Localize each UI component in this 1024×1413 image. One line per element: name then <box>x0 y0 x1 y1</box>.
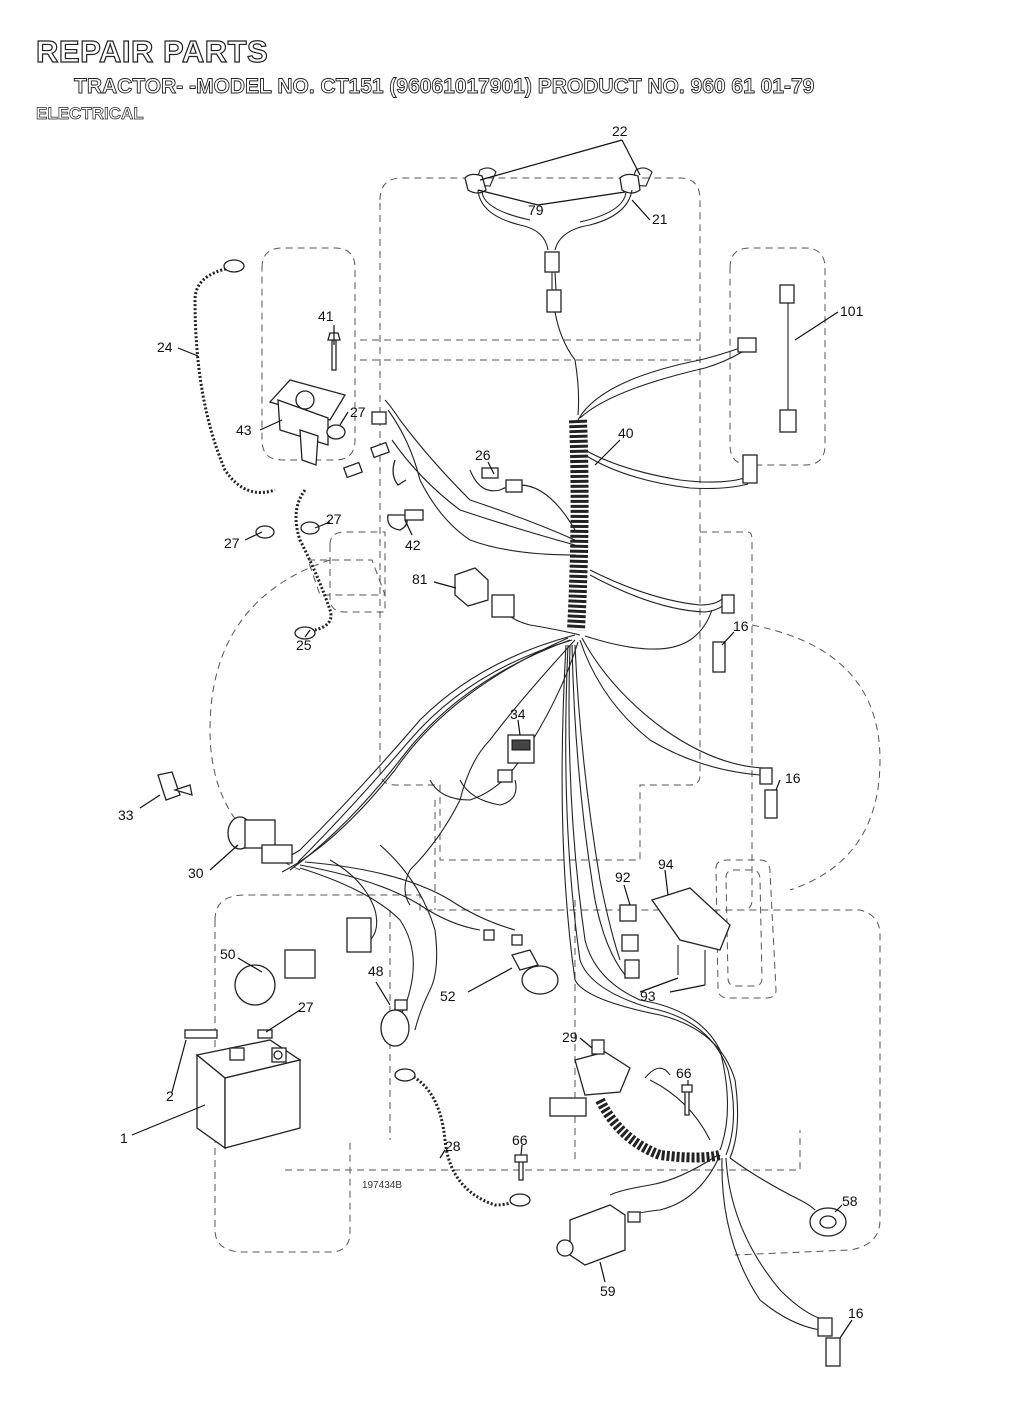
callout-58: 58 <box>842 1193 858 1209</box>
callout-43: 43 <box>236 422 252 438</box>
battery-1 <box>195 1039 302 1150</box>
callout-42: 42 <box>405 537 421 553</box>
terminals-connectors <box>342 284 841 1367</box>
callout-81: 81 <box>412 571 428 587</box>
callout-16-lower: 16 <box>848 1305 864 1321</box>
model-subtitle: TRACTOR- -MODEL NO. CT151 (96061017901) … <box>74 75 815 99</box>
callout-101: 101 <box>840 303 864 319</box>
callout-21: 21 <box>652 211 668 227</box>
drawing-number: 197434B <box>362 1180 402 1191</box>
callout-48: 48 <box>368 963 384 979</box>
callout-94: 94 <box>658 856 674 872</box>
callout-29: 29 <box>562 1029 578 1045</box>
headlight-assembly <box>464 167 653 416</box>
callout-16-middle: 16 <box>785 770 801 786</box>
callout-41: 41 <box>318 308 334 324</box>
harness-sleeve <box>567 419 722 1163</box>
callout-79: 79 <box>528 202 544 218</box>
callout-28: 28 <box>445 1138 461 1154</box>
callout-52: 52 <box>440 988 456 1004</box>
callout-22: 22 <box>612 123 628 139</box>
callout-24: 24 <box>157 339 173 355</box>
callout-27-solenoid: 27 <box>350 404 366 420</box>
callout-1: 1 <box>120 1130 128 1146</box>
key-33 <box>157 771 193 801</box>
callout-33: 33 <box>118 807 134 823</box>
tractor-outline <box>209 177 881 1256</box>
callout-27-battery: 27 <box>298 999 314 1015</box>
callout-labels: 22 79 21 101 41 24 43 27 27 27 27 40 26 … <box>118 123 864 1321</box>
callout-16-upper: 16 <box>733 618 749 634</box>
connector-50 <box>234 949 316 1006</box>
bolts-2-27 <box>184 1029 273 1039</box>
module-94 <box>619 887 731 985</box>
switch-58 <box>809 1207 847 1237</box>
callout-25: 25 <box>296 637 312 653</box>
callout-2: 2 <box>166 1088 174 1104</box>
callout-34: 34 <box>510 706 526 722</box>
callout-50: 50 <box>220 946 236 962</box>
relay-81 <box>454 567 515 618</box>
solenoid-43 <box>268 332 346 466</box>
callout-92: 92 <box>615 869 631 885</box>
callout-30: 30 <box>188 865 204 881</box>
callout-27-left: 27 <box>224 535 240 551</box>
callout-26: 26 <box>475 447 491 463</box>
callout-66-lower: 66 <box>512 1132 528 1148</box>
callout-66-upper: 66 <box>676 1065 692 1081</box>
callout-93: 93 <box>640 988 656 1004</box>
ignition-switch-30 <box>227 816 293 864</box>
wire-harness <box>269 347 826 1331</box>
callout-40: 40 <box>618 425 634 441</box>
callout-59: 59 <box>600 1283 616 1299</box>
switch-34 <box>497 734 535 783</box>
screws-66 <box>514 1084 693 1181</box>
switch-29 <box>549 1039 631 1117</box>
connector-block <box>346 917 523 953</box>
lamp-52 <box>511 949 559 995</box>
module-59 <box>556 1204 641 1266</box>
nuts-27 <box>255 424 346 539</box>
page-title: REPAIR PARTS <box>35 33 269 69</box>
leader-lines <box>131 139 853 1339</box>
lamp-48 <box>380 999 410 1047</box>
callout-27-right: 27 <box>326 511 342 527</box>
section-label: ELECTRICAL <box>36 104 144 124</box>
